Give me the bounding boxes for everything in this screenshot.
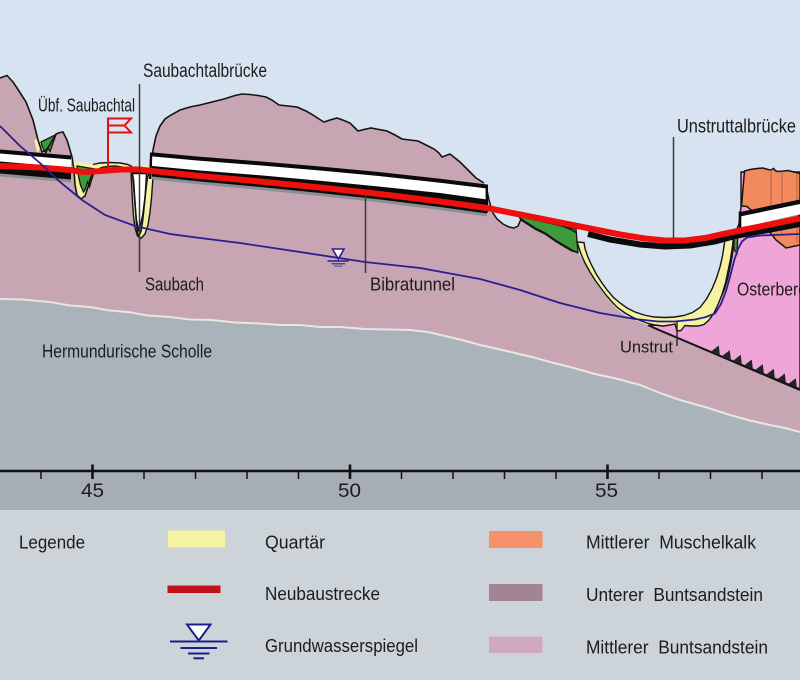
svg-text:Unterer Buntsandstein: Unterer Buntsandstein (586, 585, 763, 605)
svg-text:Unstruttalbrücke: Unstruttalbrücke (677, 117, 796, 138)
svg-text:Saubach: Saubach (145, 275, 204, 295)
svg-text:Osterberg: Osterberg (737, 280, 800, 300)
svg-text:Bibratunnel: Bibratunnel (370, 275, 455, 295)
svg-text:55: 55 (595, 481, 618, 502)
svg-text:50: 50 (338, 481, 361, 502)
svg-text:Legende: Legende (19, 533, 85, 553)
svg-text:Quartär: Quartär (265, 533, 325, 553)
svg-text:Grundwasserspiegel: Grundwasserspiegel (265, 636, 418, 656)
svg-text:Unstrut: Unstrut (620, 339, 673, 357)
svg-text:Mittlerer Muschelkalk: Mittlerer Muschelkalk (586, 533, 757, 553)
svg-text:Saubachtalbrücke: Saubachtalbrücke (143, 61, 267, 82)
svg-text:45: 45 (81, 481, 104, 502)
svg-text:Mittlerer Buntsandstein: Mittlerer Buntsandstein (586, 638, 768, 658)
svg-text:Neubaustrecke: Neubaustrecke (265, 584, 380, 604)
svg-text:Hermundurische Scholle: Hermundurische Scholle (42, 342, 212, 362)
svg-text:Übf. Saubachtal: Übf. Saubachtal (38, 96, 135, 116)
